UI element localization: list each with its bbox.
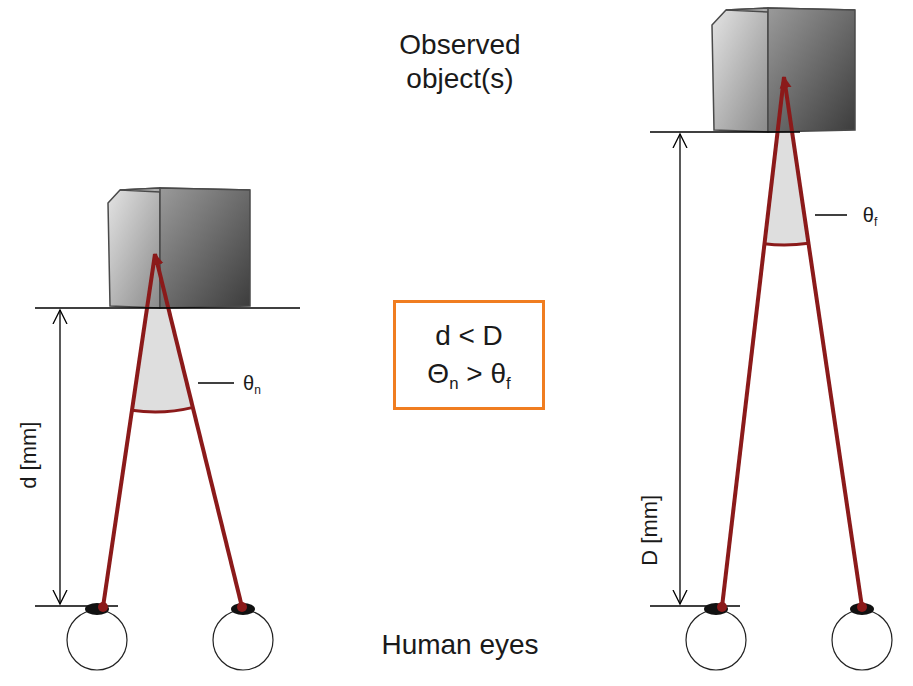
angle-arc <box>764 243 808 245</box>
eyes-caption: Human eyes <box>370 628 550 662</box>
eye <box>686 602 892 670</box>
eye <box>67 602 273 670</box>
comparison-text: Θn > θf <box>427 355 510 393</box>
leader-line <box>815 214 847 216</box>
object-cube <box>108 188 250 308</box>
dimension-extension <box>650 131 800 133</box>
dimension-line <box>679 134 680 604</box>
sight-line <box>784 77 862 607</box>
sight-line <box>103 254 155 607</box>
sight-line <box>722 77 784 607</box>
angle-label: θf <box>863 203 877 227</box>
comparison-text: d < D <box>435 317 503 355</box>
dimension-label: D [mm] <box>637 495 663 566</box>
sight-line <box>155 254 242 607</box>
dimension-label: d [mm] <box>17 421 43 488</box>
dimension-extension <box>35 307 300 309</box>
angle-label: θn <box>243 371 261 395</box>
leader-line <box>198 382 234 384</box>
object-cube <box>712 8 855 132</box>
comparison-box: d < DΘn > θf <box>393 300 545 410</box>
dimension-line <box>59 310 60 604</box>
object-caption: Observed object(s) <box>370 28 550 95</box>
angle-arc <box>132 407 193 412</box>
